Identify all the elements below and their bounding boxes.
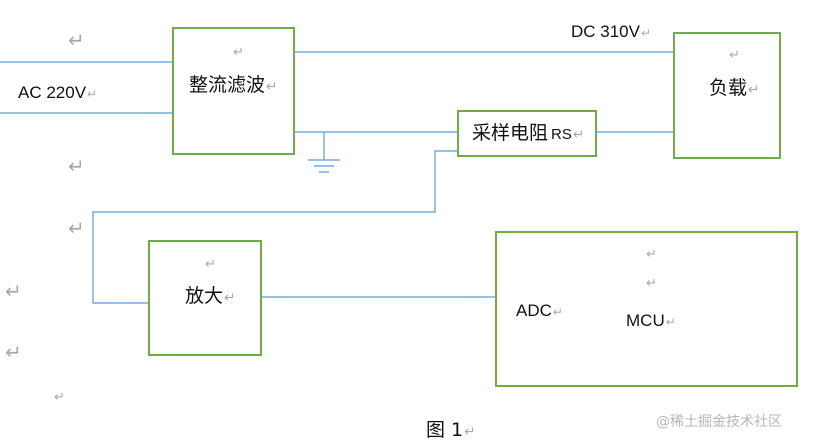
amplifier-label: 放大↵ — [185, 287, 235, 306]
return-mark: ↵ — [5, 340, 22, 364]
return-mark: ↵ — [729, 48, 740, 63]
load-label-text: 负载 — [709, 77, 748, 99]
amplifier-label-text: 放大 — [185, 285, 224, 307]
return-mark: ↵ — [640, 26, 652, 40]
return-mark: ↵ — [464, 424, 476, 440]
mcu-block — [495, 231, 798, 387]
return-mark: ↵ — [68, 154, 85, 178]
return-mark: ↵ — [572, 127, 585, 143]
ac-input-label-text: AC 220V — [18, 83, 87, 102]
rectifier-filter-label-text: 整流滤波 — [189, 74, 266, 96]
mcu-label-text: MCU — [626, 311, 665, 330]
return-mark: ↵ — [224, 290, 236, 306]
rectifier-filter-label: 整流滤波↵ — [189, 76, 277, 95]
rectifier-filter-block — [172, 27, 295, 155]
mcu-label: MCU↵ — [626, 312, 676, 329]
return-mark: ↵ — [646, 247, 657, 262]
return-mark: ↵ — [748, 82, 760, 98]
ground-symbol — [308, 132, 340, 173]
adc-label-text: ADC — [516, 301, 552, 320]
sense-resistor-label-text: 采样电阻 — [472, 122, 549, 144]
figure-caption: 图 1↵ — [426, 421, 476, 440]
return-mark: ↵ — [266, 79, 278, 95]
sense-signal-wire — [92, 150, 458, 304]
return-mark: ↵ — [205, 257, 216, 272]
load-block — [673, 32, 781, 159]
figure-caption-text: 图 1 — [426, 419, 464, 441]
dc-output-label: DC 310V↵ — [571, 23, 651, 40]
load-label: 负载↵ — [709, 79, 759, 98]
return-mark: ↵ — [68, 216, 85, 240]
return-mark: ↵ — [54, 390, 65, 405]
adc-label: ADC↵ — [516, 302, 563, 319]
return-mark: ↵ — [87, 87, 98, 101]
ac-input-label: AC 220V↵ — [18, 84, 97, 101]
return-mark: ↵ — [5, 279, 22, 303]
return-mark: ↵ — [233, 45, 244, 60]
amplifier-block — [148, 240, 262, 356]
return-mark: ↵ — [646, 276, 657, 291]
return-mark: ↵ — [68, 28, 85, 52]
dc-output-label-text: DC 310V — [571, 22, 640, 41]
sense-resistor-block — [457, 110, 597, 157]
watermark: @稀土掘金技术社区 — [656, 414, 782, 430]
sense-resistor-suffix: RS — [551, 126, 572, 143]
return-mark: ↵ — [552, 305, 564, 319]
return-mark: ↵ — [665, 315, 676, 329]
